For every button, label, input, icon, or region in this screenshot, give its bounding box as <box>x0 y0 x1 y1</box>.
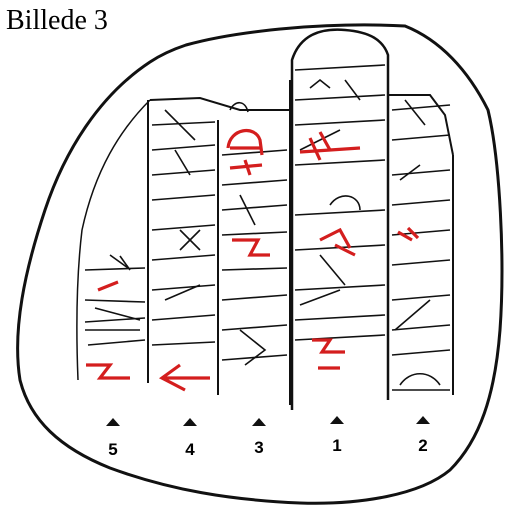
red-rune-column-3-upper <box>228 131 262 155</box>
column-label-2: 2 <box>418 436 427 455</box>
carving-edge <box>77 100 150 380</box>
red-rune-column-5-lower <box>86 365 130 378</box>
column-label-5: 5 <box>108 440 117 459</box>
column-label-4: 4 <box>185 440 195 459</box>
stone-outline <box>18 25 502 503</box>
column-label-1: 1 <box>332 436 341 455</box>
red-rune-column-1-middle <box>320 230 355 255</box>
red-rune-column-4 <box>162 365 210 390</box>
rune-strokes <box>85 65 450 390</box>
red-rune-column-3-lower <box>232 240 270 255</box>
red-rune-column-3-middle <box>230 160 262 175</box>
column-label-3: 3 <box>254 438 263 457</box>
red-rune-column-5-upper <box>98 282 118 290</box>
column-markers <box>106 416 430 426</box>
red-rune-column-1-lower <box>312 340 345 368</box>
highlighted-runes <box>86 131 418 390</box>
column-dividers <box>148 80 453 405</box>
